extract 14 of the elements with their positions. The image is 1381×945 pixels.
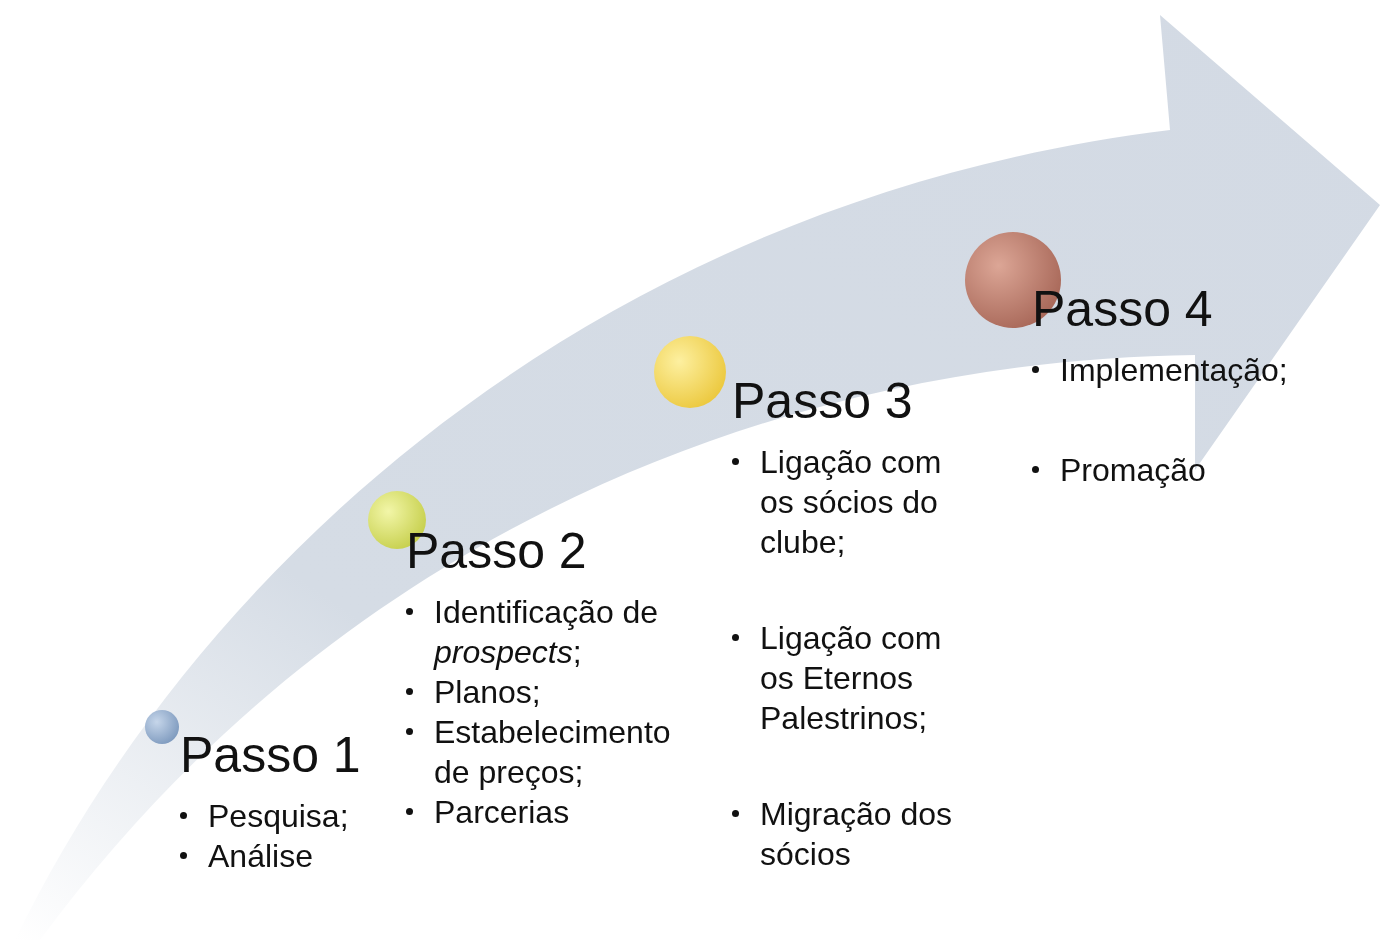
step-heading: Passo 1 (180, 728, 361, 782)
bullet-text: Promação (1060, 452, 1206, 488)
bullet-text: Estabelecimento de preços; (434, 714, 671, 790)
bullet-text: Migração dos sócios (760, 796, 953, 872)
step-heading: Passo 2 (406, 524, 588, 578)
bullet-text: Pesquisa; (208, 798, 349, 834)
bullet-text: Planos; (434, 674, 541, 710)
bullet-text: Implementação; (1060, 352, 1288, 388)
bullet-text: Identificação de prospects; (434, 594, 659, 670)
step-heading: Passo 3 (732, 374, 914, 428)
bullet-text: Análise (208, 838, 313, 874)
bullet-text: Ligação com os Eternos Palestrinos; (760, 620, 942, 736)
bullet-text: Parcerias (434, 794, 570, 830)
bullet-text: Ligação com os sócios do clube; (760, 444, 942, 560)
